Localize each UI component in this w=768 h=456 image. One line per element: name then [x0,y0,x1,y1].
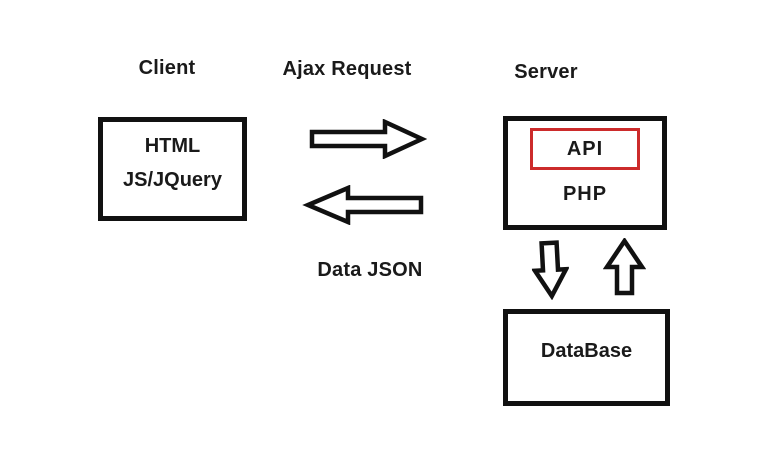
data-json-arrow-icon [301,185,425,225]
ajax-request-arrow-icon [309,119,427,159]
client-label: Client [138,57,196,79]
ajax-request-label: Ajax Request [282,58,412,80]
api-label: API [566,137,604,160]
server-label: Server [514,61,578,83]
database-box: DataBase [503,309,670,406]
database-to-server-arrow-icon [603,238,646,296]
client-box-jsjquery-text: JS/JQuery [123,169,222,191]
php-label: PHP [562,183,608,205]
client-box-html-text: HTML [144,135,201,157]
data-json-label: Data JSON [317,259,423,281]
database-label: DataBase [540,340,633,362]
api-box: API [530,128,640,170]
client-box: HTML JS/JQuery [98,117,247,221]
server-to-database-arrow-icon [530,239,570,301]
server-box: API PHP [503,116,667,230]
